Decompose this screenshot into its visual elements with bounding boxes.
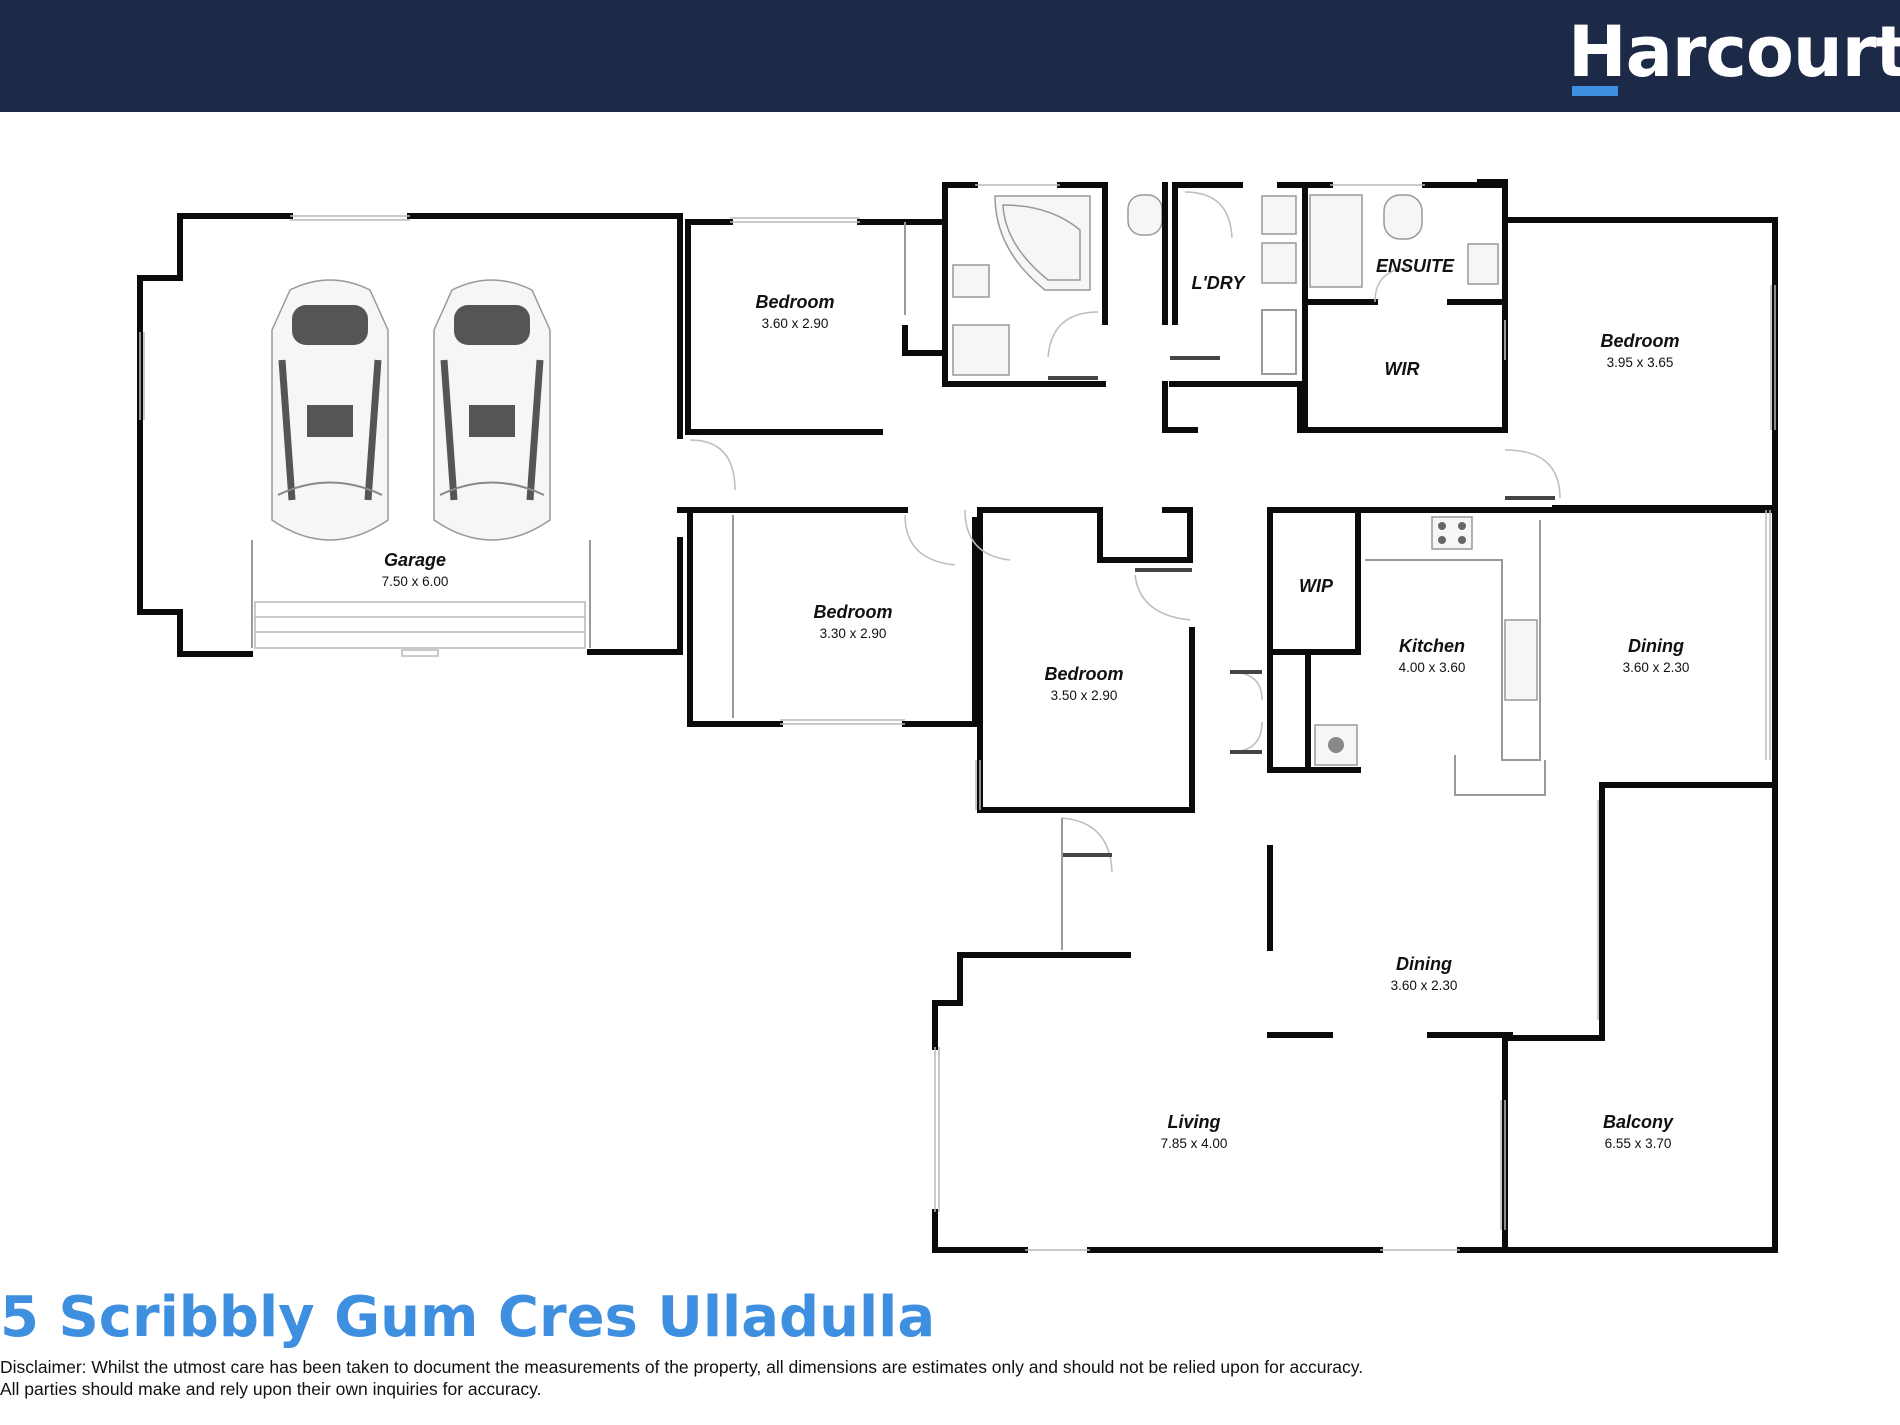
room-name-master-bedroom: Bedroom	[1600, 331, 1679, 351]
disclaimer-line-1: Disclaimer: Whilst the utmost care has b…	[0, 1357, 1364, 1377]
room-dims-dining-2: 3.60 x 2.30	[1391, 978, 1458, 993]
room-dims-dining-1: 3.60 x 2.30	[1623, 660, 1690, 675]
room-name-dining-2: Dining	[1396, 954, 1452, 974]
room-dims-bedroom-1: 3.60 x 2.90	[762, 316, 829, 331]
room-labels: Garage 7.50 x 6.00 Bedroom 3.60 x 2.90 B…	[382, 256, 1690, 1151]
entry-door	[1061, 817, 1113, 950]
room-dims-bedroom-3: 3.50 x 2.90	[1051, 688, 1118, 703]
brand-name: Harcourts	[1568, 11, 1900, 93]
room-name-wir: WIR	[1385, 359, 1420, 379]
dining-walls	[1502, 510, 1778, 1041]
room-name-balcony: Balcony	[1603, 1112, 1674, 1132]
room-name-garage: Garage	[384, 550, 446, 570]
living-walls	[932, 782, 1778, 1253]
room-name-laundry: L'DRY	[1192, 273, 1247, 293]
room-name-dining-1: Dining	[1628, 636, 1684, 656]
kitchen-walls	[1229, 507, 1778, 796]
room-dims-kitchen: 4.00 x 3.60	[1399, 660, 1466, 675]
room-name-bedroom-1: Bedroom	[755, 292, 834, 312]
logo-underline-mark	[1572, 86, 1618, 96]
car-icon	[433, 279, 551, 541]
brand-logo[interactable]: Harcourts	[1568, 14, 1900, 104]
room-dims-bedroom-2: 3.30 x 2.90	[820, 626, 887, 641]
room-name-living: Living	[1168, 1112, 1221, 1132]
room-name-ensuite: ENSUITE	[1376, 256, 1455, 276]
room-name-bedroom-2: Bedroom	[813, 602, 892, 622]
disclaimer-line-2: All parties should make and rely upon th…	[0, 1379, 542, 1399]
disclaimer: Disclaimer: Whilst the utmost care has b…	[0, 1356, 1900, 1400]
garage-area	[137, 213, 683, 657]
room-dims-garage: 7.50 x 6.00	[382, 574, 449, 589]
car-icon	[271, 279, 389, 541]
floor-plan: Garage 7.50 x 6.00 Bedroom 3.60 x 2.90 B…	[137, 179, 1778, 1253]
room-name-kitchen: Kitchen	[1399, 636, 1465, 656]
room-name-wip: WIP	[1299, 576, 1334, 596]
room-name-bedroom-3: Bedroom	[1044, 664, 1123, 684]
room-dims-balcony: 6.55 x 3.70	[1605, 1136, 1672, 1151]
property-address: 5 Scribbly Gum Cres Ulladulla	[0, 1285, 936, 1350]
room-dims-master-bedroom: 3.95 x 3.65	[1607, 355, 1674, 370]
bathroom-walls	[942, 182, 1163, 387]
room-dims-living: 7.85 x 4.00	[1161, 1136, 1228, 1151]
laundry-walls	[1162, 182, 1303, 433]
bedroom-3-walls	[964, 507, 1195, 813]
ensuite-walls	[1302, 179, 1508, 433]
header-bar: Harcourts	[0, 0, 1900, 112]
bedroom-2-walls	[677, 439, 978, 727]
